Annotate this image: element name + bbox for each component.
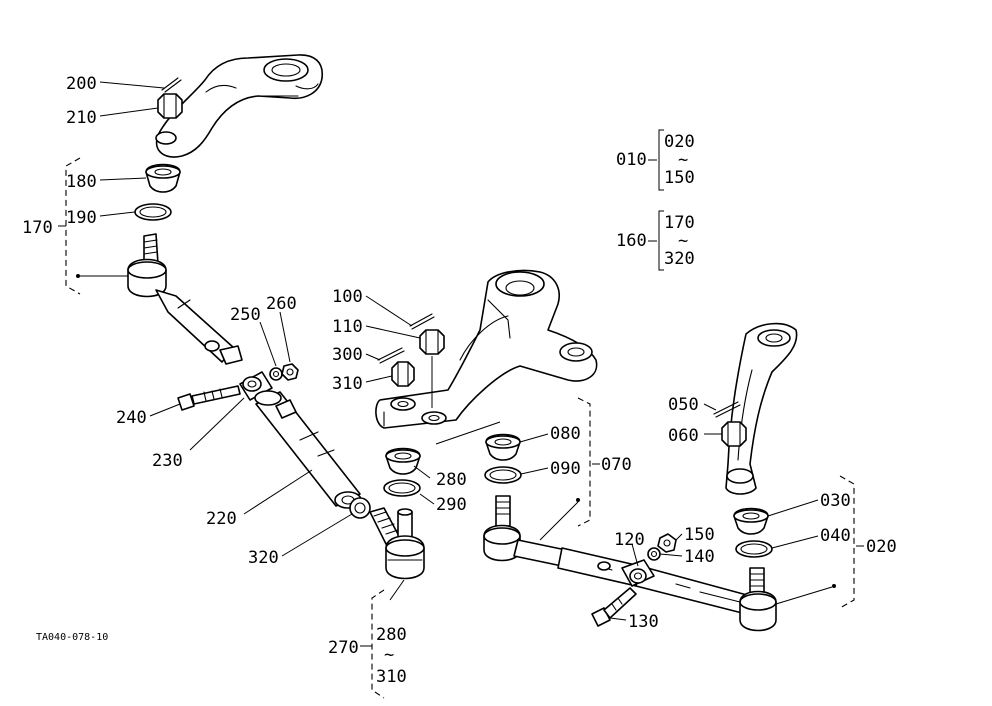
ring-090	[484, 466, 522, 484]
legend: 010 020 ~ 150 160 170 ~ 320	[616, 129, 695, 271]
clamp-230	[239, 371, 273, 401]
tilde-2: ~	[678, 231, 688, 251]
nut-150	[657, 533, 677, 553]
label-130: 130	[628, 612, 659, 632]
lock-nut-320	[349, 497, 371, 519]
dust-cover-080	[485, 433, 521, 461]
label-200: 200	[66, 74, 97, 94]
label-290: 290	[436, 495, 467, 515]
label-310: 310	[332, 374, 363, 394]
cotter-pin-200	[161, 77, 182, 93]
label-100: 100	[332, 287, 363, 307]
label-210: 210	[66, 108, 97, 128]
label-240: 240	[116, 408, 147, 428]
adjusting-tube-220	[254, 390, 362, 509]
label-070: 070	[601, 455, 632, 475]
label-270: 270	[328, 638, 359, 658]
label-320: 320	[248, 548, 279, 568]
bracket-020	[839, 475, 855, 609]
label-090: 090	[550, 459, 581, 479]
label-040: 040	[820, 526, 851, 546]
label-010: 010	[616, 150, 647, 170]
castle-nut-060	[721, 421, 747, 447]
bracket-270	[371, 589, 385, 699]
label-110: 110	[332, 317, 363, 337]
label-280: 280	[436, 470, 467, 490]
lock-washer-140	[647, 547, 661, 561]
castle-nut-210	[157, 93, 183, 119]
leader-lines	[58, 81, 864, 647]
part-labels: 200 210 180 190 170 250 260 240 230 220 …	[22, 74, 897, 687]
label-280-range-start: 280	[376, 625, 407, 645]
figure-code: TA040-078-10	[36, 632, 108, 643]
ring-290	[383, 479, 421, 497]
bolt-130	[591, 587, 637, 627]
tie-rod-end-right-inner	[483, 495, 580, 562]
label-120: 120	[614, 530, 645, 550]
right-knuckle-arm	[725, 322, 798, 495]
label-320-range-end: 320	[664, 249, 695, 269]
label-220: 220	[206, 509, 237, 529]
label-250: 250	[230, 305, 261, 325]
dust-cover-280	[385, 447, 421, 475]
label-050: 050	[668, 395, 699, 415]
label-180: 180	[66, 172, 97, 192]
label-170-range-start: 170	[664, 213, 695, 233]
dust-cover-180	[145, 163, 181, 193]
cotter-pin-100	[409, 313, 435, 330]
label-300: 300	[332, 345, 363, 365]
bracket-170	[65, 157, 81, 295]
label-060: 060	[668, 426, 699, 446]
bolt-240	[177, 385, 241, 411]
label-020: 020	[866, 537, 897, 557]
tie-rod-end-left-upper	[76, 233, 243, 365]
castle-nut-110	[419, 329, 445, 408]
label-140: 140	[684, 547, 715, 567]
label-260: 260	[266, 294, 297, 314]
tilde-1: ~	[678, 150, 688, 170]
tie-rod-end-left-lower	[369, 507, 425, 580]
label-310-range-end: 310	[376, 667, 407, 687]
label-190: 190	[66, 208, 97, 228]
bracket-070	[577, 397, 591, 527]
label-170: 170	[22, 218, 53, 238]
label-080: 080	[550, 424, 581, 444]
label-030: 030	[820, 491, 851, 511]
cotter-pin-050	[713, 401, 741, 418]
castle-nut-310	[391, 361, 415, 387]
lock-washer-250	[269, 367, 283, 381]
label-150-range-end: 150	[664, 168, 695, 188]
centre-arm	[375, 269, 598, 445]
ring-190	[134, 203, 172, 221]
label-230: 230	[152, 451, 183, 471]
dust-cover-030	[733, 507, 769, 535]
tie-rod-end-right-outer	[739, 567, 836, 632]
left-knuckle-arm	[155, 54, 323, 158]
nut-260	[281, 363, 299, 381]
ring-040	[735, 540, 773, 558]
label-150: 150	[684, 525, 715, 545]
label-020-range-start: 020	[664, 132, 695, 152]
cotter-pin-300	[377, 347, 405, 364]
label-160: 160	[616, 231, 647, 251]
tilde-3: ~	[384, 645, 394, 665]
